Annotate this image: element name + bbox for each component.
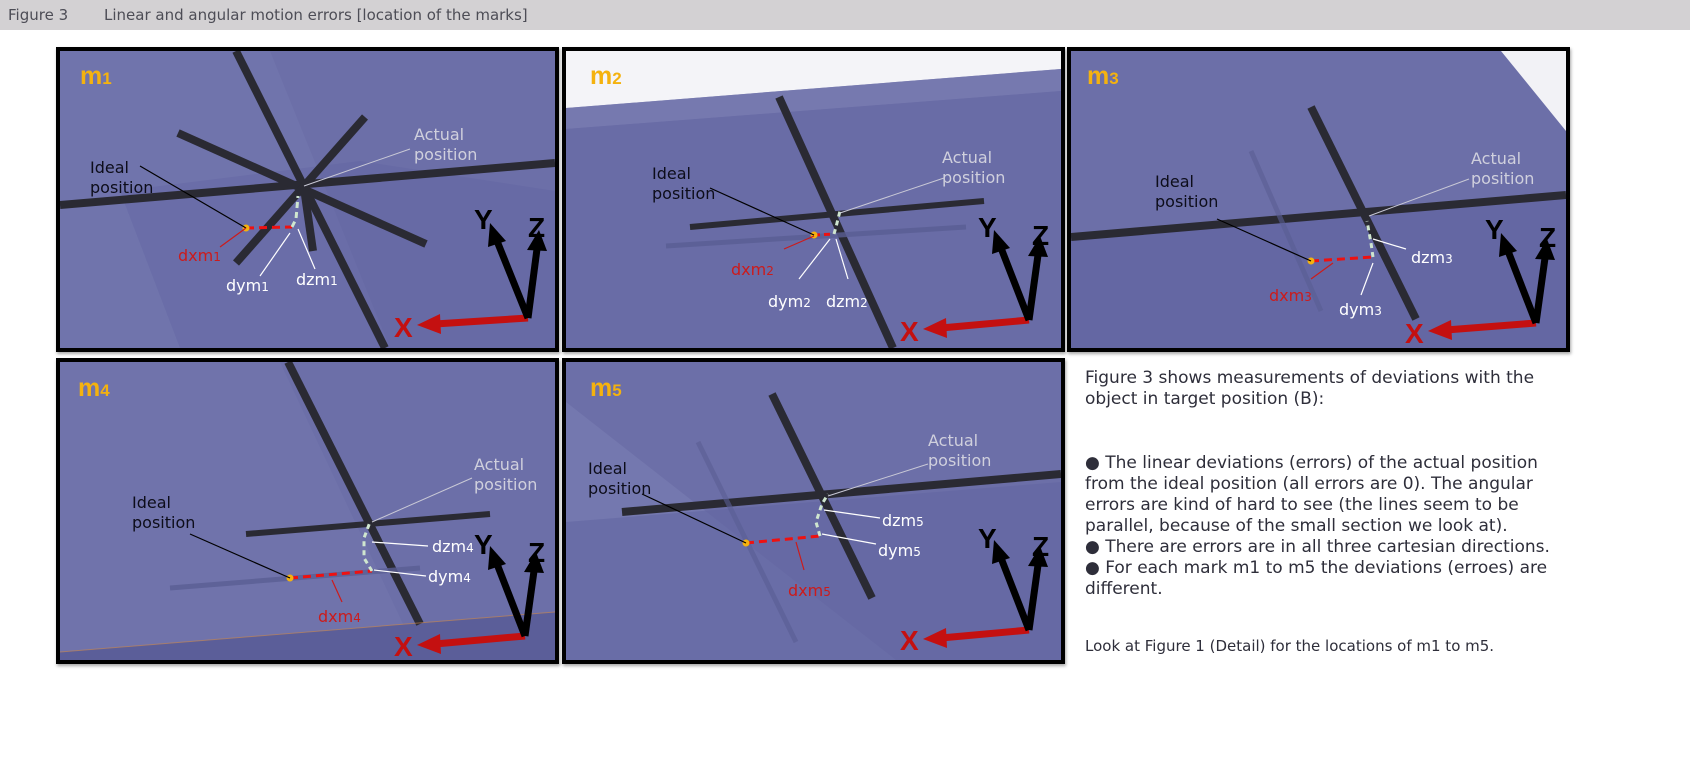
dz-label: dzm4 [432, 537, 474, 556]
x-axis-label: X [394, 631, 413, 660]
figure-title: Linear and angular motion errors [locati… [104, 6, 528, 24]
dx-label: dxm3 [1269, 286, 1312, 305]
y-axis-label: Y [474, 529, 493, 560]
figure-number: Figure 3 [8, 6, 69, 24]
z-axis-label: Z [1032, 220, 1049, 251]
dz-label: dzm1 [296, 270, 338, 289]
dx-label: dxm1 [178, 246, 221, 265]
x-axis-label: X [1405, 318, 1424, 348]
x-axis-label: X [900, 625, 919, 656]
figure-description: Figure 3 shows measurements of deviation… [1085, 368, 1565, 657]
mark-label: m4 [78, 374, 110, 402]
y-axis-label: Y [474, 204, 493, 235]
figure-header-bar: Figure 3 Linear and angular motion error… [0, 0, 1690, 30]
dy-label: dym3 [1339, 300, 1382, 319]
z-axis-label: Z [1539, 222, 1556, 253]
dy-label: dym4 [428, 567, 471, 586]
mark-label: m3 [1087, 62, 1119, 90]
y-axis-label: Y [978, 523, 997, 554]
z-axis-label: Z [528, 537, 545, 568]
dy-label: dym2 [768, 292, 811, 311]
dx-label: dxm4 [318, 607, 361, 626]
dz-label: dzm2 [826, 292, 868, 311]
y-axis-label: Y [1485, 214, 1504, 245]
z-axis-label: Z [1032, 531, 1049, 562]
z-axis-label: Z [528, 212, 545, 243]
mark-label: m5 [590, 374, 622, 402]
dx-label: dxm5 [788, 581, 831, 600]
y-axis-label: Y [978, 212, 997, 243]
x-axis-label: X [394, 312, 413, 343]
description-bullet-3: ● For each mark m1 to m5 the deviations … [1085, 558, 1548, 599]
dz-label: dzm5 [882, 511, 924, 530]
dy-label: dym1 [226, 276, 269, 295]
mark-label: m2 [590, 62, 622, 90]
dx-label: dxm2 [731, 260, 774, 279]
x-axis-label: X [900, 316, 919, 347]
description-intro: Figure 3 shows measurements of deviation… [1085, 368, 1535, 409]
dy-label: dym5 [878, 541, 921, 560]
dz-label: dzm3 [1411, 248, 1453, 267]
description-note: Look at Figure 1 (Detail) for the locati… [1085, 637, 1495, 655]
description-bullet-2: ● There are errors are in all three cart… [1085, 537, 1550, 557]
mark-label: m1 [80, 62, 112, 90]
description-bullet-1: ● The linear deviations (errors) of the … [1085, 453, 1538, 536]
